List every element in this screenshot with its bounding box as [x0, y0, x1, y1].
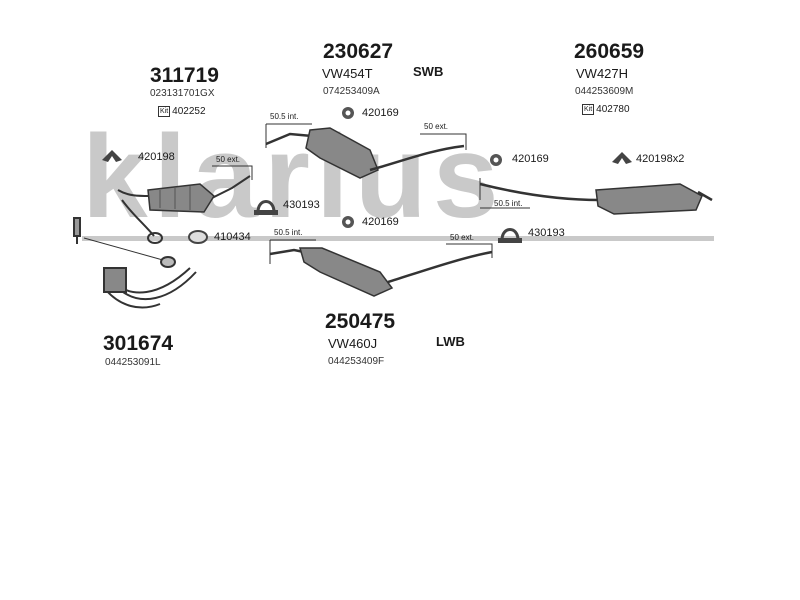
- oe-number-311719: 023131701GX: [150, 88, 215, 99]
- part-number-260659: 260659: [574, 40, 645, 63]
- rear-silencer-drawing[interactable]: [479, 182, 713, 215]
- fitting-label-410434: 410434: [214, 231, 251, 243]
- hanger-420198-icon: [102, 150, 122, 162]
- kit-number-text: 402252: [172, 106, 206, 118]
- dimension-marks: [212, 123, 530, 264]
- part-number-230627: 230627: [323, 40, 394, 63]
- kit-icon: Kit: [158, 106, 171, 117]
- fitting-label-430193: 430193: [283, 199, 320, 211]
- downpipe-part-drawing[interactable]: [73, 217, 197, 309]
- dimension-label: 50 ext.: [424, 122, 449, 131]
- model-code-vw454t: VW454T: [322, 66, 373, 81]
- hanger-420198x2-icon: [612, 152, 632, 164]
- watermark-underline: [82, 236, 714, 241]
- catalyst-body: [147, 183, 215, 213]
- lwb-tag: LWB: [436, 334, 465, 349]
- oe-number-260659: 044253609M: [575, 86, 634, 97]
- centre-silencer-swb-drawing[interactable]: [265, 127, 465, 179]
- oe-number-250475: 044253409F: [328, 356, 385, 367]
- fitting-label-420198x2: 420198x2: [636, 153, 685, 165]
- dimension-label: 50.5 int.: [270, 112, 299, 121]
- dimension-label: 50.5 int.: [494, 199, 523, 208]
- rubber-mount-420169-icon: [342, 107, 354, 119]
- fitting-label-430193: 430193: [528, 227, 565, 239]
- part-number-250475: 250475: [325, 310, 396, 333]
- rubber-mount-420169-icon: [490, 154, 502, 166]
- klarius-watermark: klarius: [82, 111, 505, 243]
- rubber-mount-420169-icon: [342, 216, 354, 228]
- model-code-vw460j: VW460J: [328, 336, 378, 351]
- part-number-301674: 301674: [103, 332, 174, 355]
- centre-silencer-lwb-drawing[interactable]: [269, 247, 493, 297]
- oe-number-230627: 074253409A: [323, 86, 380, 97]
- model-code-vw427h: VW427H: [576, 66, 629, 81]
- fitting-label-420198: 420198: [138, 151, 175, 163]
- fitting-label-420169: 420169: [362, 107, 399, 119]
- clamp-430193-icon: [254, 200, 278, 215]
- dimension-label: 50 ext.: [216, 155, 241, 164]
- fitting-label-420169: 420169: [512, 153, 549, 165]
- kit-number-text: 402780: [596, 104, 630, 116]
- dimension-label: 50.5 int.: [274, 228, 303, 237]
- swb-tag: SWB: [413, 64, 444, 79]
- dimension-label: 50 ext.: [450, 233, 475, 242]
- gasket-410434-icon: [188, 230, 208, 244]
- oe-number-301674: 044253091L: [105, 357, 161, 368]
- clamp-430193-icon: [498, 228, 522, 243]
- kit-icon: Kit: [582, 104, 595, 115]
- fitting-label-420169: 420169: [362, 216, 399, 228]
- part-number-311719: 311719: [150, 64, 219, 87]
